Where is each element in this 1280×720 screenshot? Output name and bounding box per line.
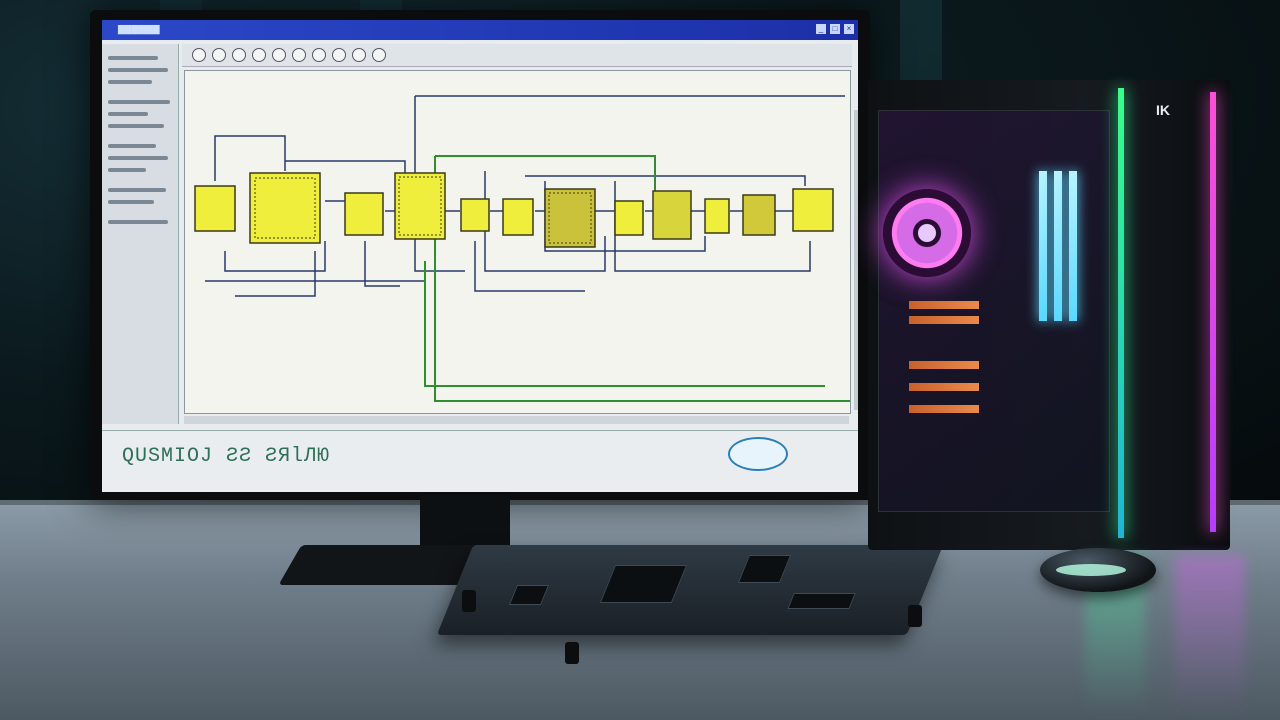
block-pin-border — [254, 177, 316, 239]
tool-icon[interactable] — [272, 48, 286, 62]
fpga-dev-board — [436, 545, 944, 635]
vertical-scrollbar[interactable] — [854, 110, 858, 410]
tool-icon[interactable] — [252, 48, 266, 62]
panel-row[interactable] — [108, 56, 158, 60]
logic-block — [460, 198, 490, 232]
gpu-fin — [909, 316, 979, 324]
wire — [525, 175, 806, 186]
panel-row[interactable] — [108, 124, 164, 128]
wire — [214, 135, 286, 181]
panel-row[interactable] — [108, 100, 170, 104]
logic-block — [394, 172, 446, 240]
board-standoff — [908, 605, 922, 627]
logic-block — [544, 188, 596, 248]
wire — [235, 251, 316, 297]
ram-stick — [1069, 171, 1077, 321]
panel-row[interactable] — [108, 68, 168, 72]
toolbar — [182, 44, 852, 67]
connector-header — [787, 593, 856, 609]
board-standoff — [565, 642, 579, 664]
tool-icon[interactable] — [192, 48, 206, 62]
mouse[interactable] — [1040, 548, 1156, 592]
net-wire — [424, 261, 825, 387]
panel-row[interactable] — [108, 200, 154, 204]
tool-icon[interactable] — [312, 48, 326, 62]
logic-block — [249, 172, 321, 244]
close-icon[interactable]: × — [844, 24, 854, 34]
monitor-screen: ▇▇▇▇▇▇ _ □ × — [102, 20, 858, 492]
maximize-icon[interactable]: □ — [830, 24, 840, 34]
project-navigator-panel — [102, 44, 179, 424]
board-standoff — [462, 590, 476, 612]
block-pin-border — [398, 176, 442, 236]
schematic-canvas[interactable] — [184, 70, 851, 414]
wire — [364, 241, 400, 287]
logic-block — [194, 185, 236, 232]
window-titlebar: ▇▇▇▇▇▇ _ □ × — [102, 20, 858, 40]
net-wire — [434, 156, 850, 402]
rgb-strip-pink — [1210, 92, 1216, 532]
tool-icon[interactable] — [212, 48, 226, 62]
rgb-fan-icon — [883, 189, 971, 277]
gpu-fin — [909, 405, 979, 413]
minimize-icon[interactable]: _ — [816, 24, 826, 34]
pc-tower: IK — [868, 80, 1230, 550]
logic-block — [792, 188, 834, 232]
logic-block — [344, 192, 384, 236]
pink-reflection — [1175, 555, 1245, 715]
ram-stick — [1039, 171, 1047, 321]
logic-block — [704, 198, 730, 234]
wire — [474, 241, 585, 292]
side-glass-panel — [878, 110, 1110, 512]
ic-chip — [737, 555, 792, 583]
panel-row[interactable] — [108, 112, 148, 116]
schematic-diagram — [194, 95, 850, 402]
status-label: QUSMIOJ ƧƧ ƧЯƖЛЮ — [122, 445, 331, 468]
tool-icon[interactable] — [292, 48, 306, 62]
block-pin-border — [548, 192, 592, 244]
monitor-stand-neck — [420, 495, 510, 550]
wire — [224, 241, 326, 272]
tower-logo: IK — [1156, 102, 1170, 118]
panel-row[interactable] — [108, 220, 168, 224]
tool-icon[interactable] — [332, 48, 346, 62]
tool-icon[interactable] — [232, 48, 246, 62]
logic-block — [614, 200, 644, 236]
logic-block — [742, 194, 776, 236]
tool-icon[interactable] — [352, 48, 366, 62]
panel-row[interactable] — [108, 144, 156, 148]
monitor: ▇▇▇▇▇▇ _ □ × — [90, 10, 870, 500]
rgb-strip-green — [1118, 88, 1124, 538]
mouse-glow — [1056, 564, 1126, 576]
panel-row[interactable] — [108, 168, 146, 172]
logic-block — [652, 190, 692, 240]
tool-icon[interactable] — [372, 48, 386, 62]
panel-row[interactable] — [108, 156, 168, 160]
status-bar: QUSMIOJ ƧƧ ƧЯƖЛЮ — [102, 430, 858, 492]
desk-edge — [0, 500, 1280, 508]
ic-chip — [508, 585, 550, 605]
vendor-logo-icon — [728, 437, 788, 471]
horizontal-scrollbar[interactable] — [184, 416, 849, 424]
gpu-fin — [909, 361, 979, 369]
fpga-chip — [599, 565, 688, 603]
gpu-fin — [909, 383, 979, 391]
gpu-fin — [909, 301, 979, 309]
window-title: ▇▇▇▇▇▇ — [118, 24, 160, 34]
ram-stick — [1054, 171, 1062, 321]
panel-row[interactable] — [108, 188, 166, 192]
net-wire — [435, 155, 656, 191]
panel-row[interactable] — [108, 80, 152, 84]
wire — [414, 96, 465, 272]
logic-block — [502, 198, 534, 236]
